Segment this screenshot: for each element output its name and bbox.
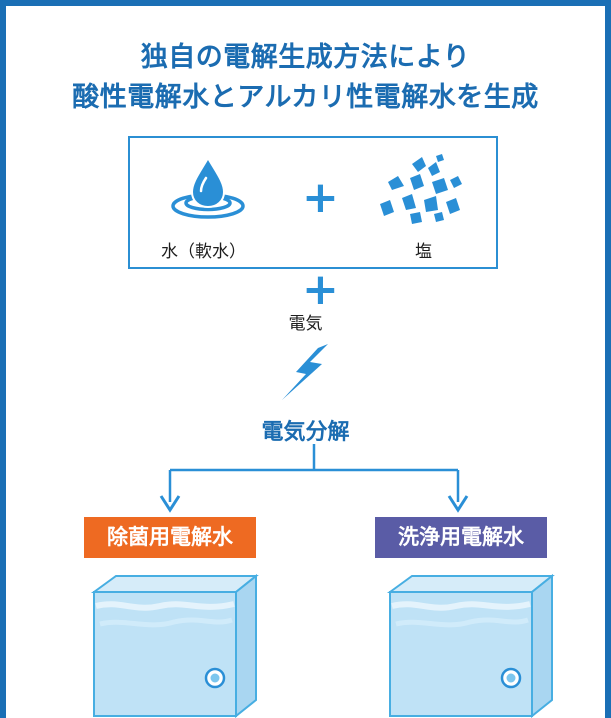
water-tank-icon-right bbox=[386, 573, 555, 718]
electricity-label: 電気 bbox=[288, 314, 323, 334]
salt-crystals-icon bbox=[380, 154, 462, 224]
water-label: 水（軟水） bbox=[161, 242, 246, 262]
water-drop-icon bbox=[171, 155, 245, 219]
title-line-1: 独自の電解生成方法により bbox=[140, 42, 471, 73]
salt-label: 塩 bbox=[415, 242, 432, 262]
arrow-down-icon bbox=[159, 495, 469, 513]
sterilizing-water-badge: 除菌用電解水 bbox=[84, 517, 256, 558]
electrolysis-label: 電気分解 bbox=[261, 420, 350, 445]
water-tank-icon bbox=[90, 573, 259, 718]
cleaning-water-badge: 洗浄用電解水 bbox=[375, 517, 547, 558]
lightning-bolt-icon bbox=[282, 344, 328, 400]
branch-arrows bbox=[159, 444, 469, 513]
inputs-box bbox=[128, 136, 498, 269]
plus-icon: + bbox=[302, 172, 339, 223]
plus-icon-electricity: + bbox=[302, 264, 339, 315]
title-line-2: 酸性電解水とアルカリ性電解水を生成 bbox=[72, 82, 539, 113]
